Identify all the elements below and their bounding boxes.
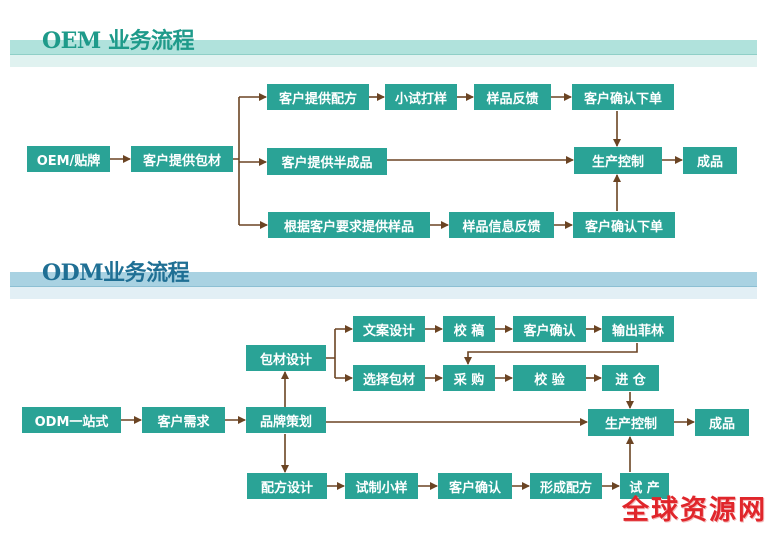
oem-node-feedback: 样品反馈 (474, 84, 551, 110)
oem-node-confirm-bottom: 客户确认下单 (573, 212, 675, 238)
odm-node-product: 成品 (695, 409, 749, 436)
branch-oem-packaging (233, 97, 240, 225)
arrow-odm-film-to-purchase (464, 343, 638, 365)
odm-header-band (10, 272, 757, 287)
odm-node-inspect: 校 验 (513, 365, 586, 391)
odm-node-film: 输出菲林 (602, 316, 674, 342)
oem-node-confirm-top: 客户确认下单 (572, 84, 674, 110)
odm-header-band-light (10, 287, 757, 299)
oem-node-production: 生产控制 (574, 147, 662, 174)
odm-node-purchase: 采 购 (443, 365, 495, 391)
odm-section-title: ODM业务流程 (42, 260, 190, 286)
odm-node-production: 生产控制 (588, 409, 674, 436)
odm-node-formula-final: 形成配方 (530, 473, 602, 499)
odm-node-warehouse: 进 仓 (602, 365, 659, 391)
oem-node-formula: 客户提供配方 (267, 84, 369, 110)
odm-node-sample: 试制小样 (345, 473, 418, 499)
odm-node-copy-design: 文案设计 (353, 316, 425, 342)
odm-node-choose-package: 选择包材 (353, 365, 425, 391)
odm-node-trial-production: 试 产 (620, 473, 669, 499)
odm-node-brand: 品牌策划 (246, 407, 326, 433)
oem-node-product: 成品 (683, 147, 737, 174)
oem-node-sample-request: 根据客户要求提供样品 (268, 212, 430, 238)
oem-header-band-light (10, 55, 757, 67)
odm-node-confirm2: 客户确认 (438, 473, 512, 499)
watermark-logo: 全球资源网 (622, 495, 767, 526)
odm-node-demand: 客户需求 (142, 407, 225, 433)
odm-node-proof: 校 稿 (443, 316, 495, 342)
oem-section-title: OEM 业务流程 (42, 28, 194, 54)
odm-node-start: ODM一站式 (22, 407, 121, 433)
oem-node-packaging: 客户提供包材 (131, 146, 233, 172)
oem-node-sample-feedback: 样品信息反馈 (449, 212, 554, 238)
oem-node-trial: 小试打样 (385, 84, 457, 110)
oem-header-band (10, 40, 757, 55)
odm-node-formula-design: 配方设计 (247, 473, 327, 499)
odm-node-package-design: 包材设计 (246, 345, 326, 371)
oem-node-semi: 客户提供半成品 (267, 148, 387, 175)
branch-odm-pkg-design (326, 329, 336, 378)
odm-node-confirm1: 客户确认 (513, 316, 586, 342)
oem-node-start: OEM/贴牌 (27, 146, 110, 172)
